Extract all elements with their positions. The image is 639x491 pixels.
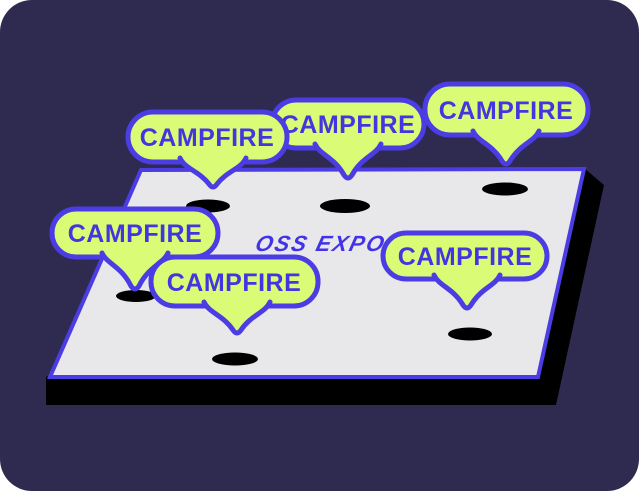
campfire-bubble-2[interactable]: CAMPFIRE (269, 97, 427, 181)
bubble-tail (312, 141, 384, 181)
bubble-label: CAMPFIRE (140, 124, 275, 152)
bubble-tail (431, 272, 503, 311)
campfire-hole-2 (320, 199, 370, 213)
bubble-label: CAMPFIRE (68, 220, 203, 248)
campfire-hole-4 (116, 290, 156, 302)
bubble-tail (470, 128, 542, 167)
campfire-hole-3 (482, 182, 528, 196)
bubble-label: CAMPFIRE (398, 243, 533, 271)
campfire-bubble-3[interactable]: CAMPFIRE (422, 81, 591, 167)
floor-label: OSS EXPO (253, 231, 389, 256)
campfire-hole-5 (212, 352, 258, 366)
bubble-tail (201, 299, 273, 336)
bubble-label: CAMPFIRE (167, 269, 302, 297)
campfire-hole-6 (448, 327, 492, 341)
bubble-label: CAMPFIRE (281, 111, 416, 139)
bubble-label: CAMPFIRE (439, 97, 574, 125)
campfire-bubble-1[interactable]: CAMPFIRE (125, 109, 290, 190)
campfire-bubble-5[interactable]: CAMPFIRE (148, 254, 321, 336)
bubble-tail (177, 155, 249, 190)
campfire-bubble-6[interactable]: CAMPFIRE (380, 230, 550, 311)
campfire-bubble-4[interactable]: CAMPFIRE (49, 206, 221, 292)
